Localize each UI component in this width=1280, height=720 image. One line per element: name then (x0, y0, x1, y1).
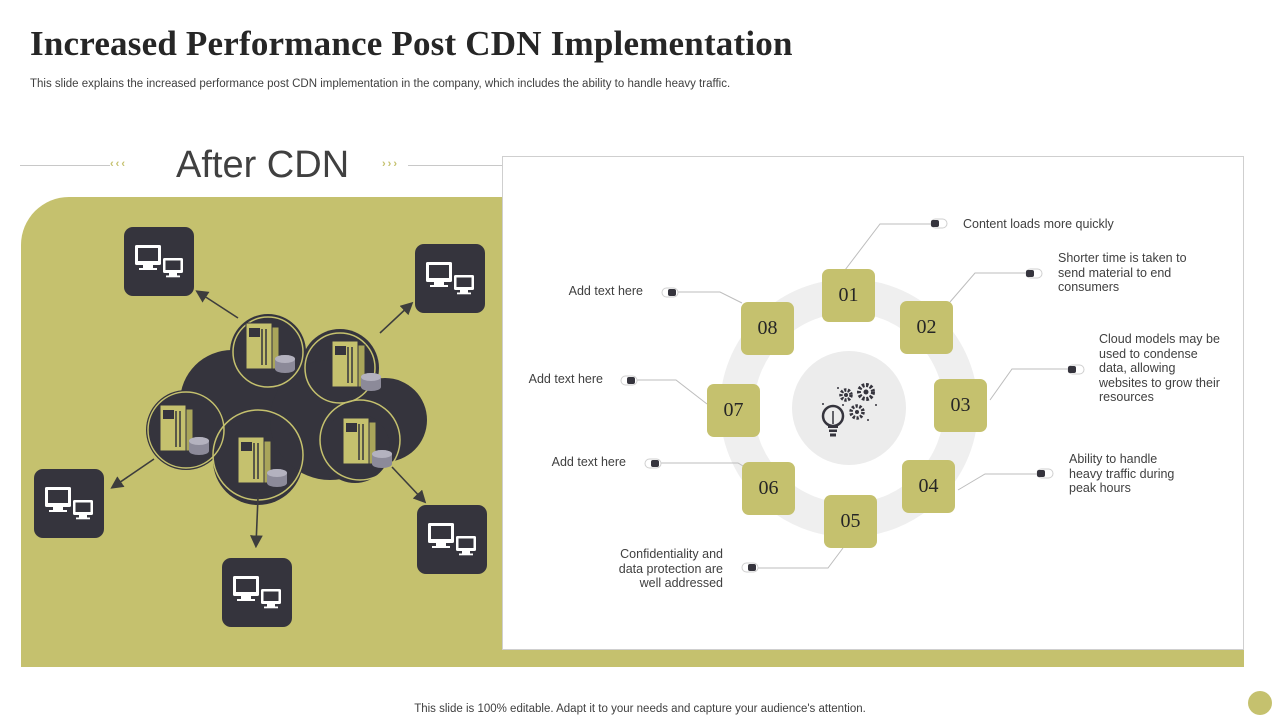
page-subtitle: This slide explains the increased perfor… (30, 78, 731, 90)
step-number-04: 04 (902, 460, 955, 513)
header-divider-right (408, 165, 502, 166)
step-label-03: Cloud models may be used to condense dat… (1099, 332, 1220, 404)
corner-decoration (1248, 691, 1272, 715)
server-cloud-icon (146, 314, 427, 505)
step-label-06: Add text here (551, 455, 626, 469)
footer-note: This slide is 100% editable. Adapt it to… (414, 703, 866, 715)
step-number-02: 02 (900, 301, 953, 354)
section-title: After CDN (176, 144, 350, 186)
page-title: Increased Performance Post CDN Implement… (30, 24, 793, 63)
step-label-08: Add text here (568, 284, 643, 298)
step-label-05: Confidentiality and data protection are … (618, 547, 723, 590)
step-label-07: Add text here (528, 372, 603, 386)
lightbulb-gears-icon (821, 383, 877, 437)
step-number-07: 07 (707, 384, 760, 437)
step-label-04: Ability to handle heavy traffic during p… (1069, 452, 1175, 495)
step-number-01: 01 (822, 269, 875, 322)
step-label-01: Content loads more quickly (963, 217, 1114, 231)
chevron-left-decoration: ‹‹‹ (110, 158, 127, 170)
step-label-02: Shorter time is taken to send material t… (1058, 251, 1187, 294)
step-number-03: 03 (934, 379, 987, 432)
step-number-08: 08 (741, 302, 794, 355)
step-number-05: 05 (824, 495, 877, 548)
step-number-06: 06 (742, 462, 795, 515)
chevron-right-decoration: ››› (382, 158, 399, 170)
header-divider-left (20, 165, 110, 166)
